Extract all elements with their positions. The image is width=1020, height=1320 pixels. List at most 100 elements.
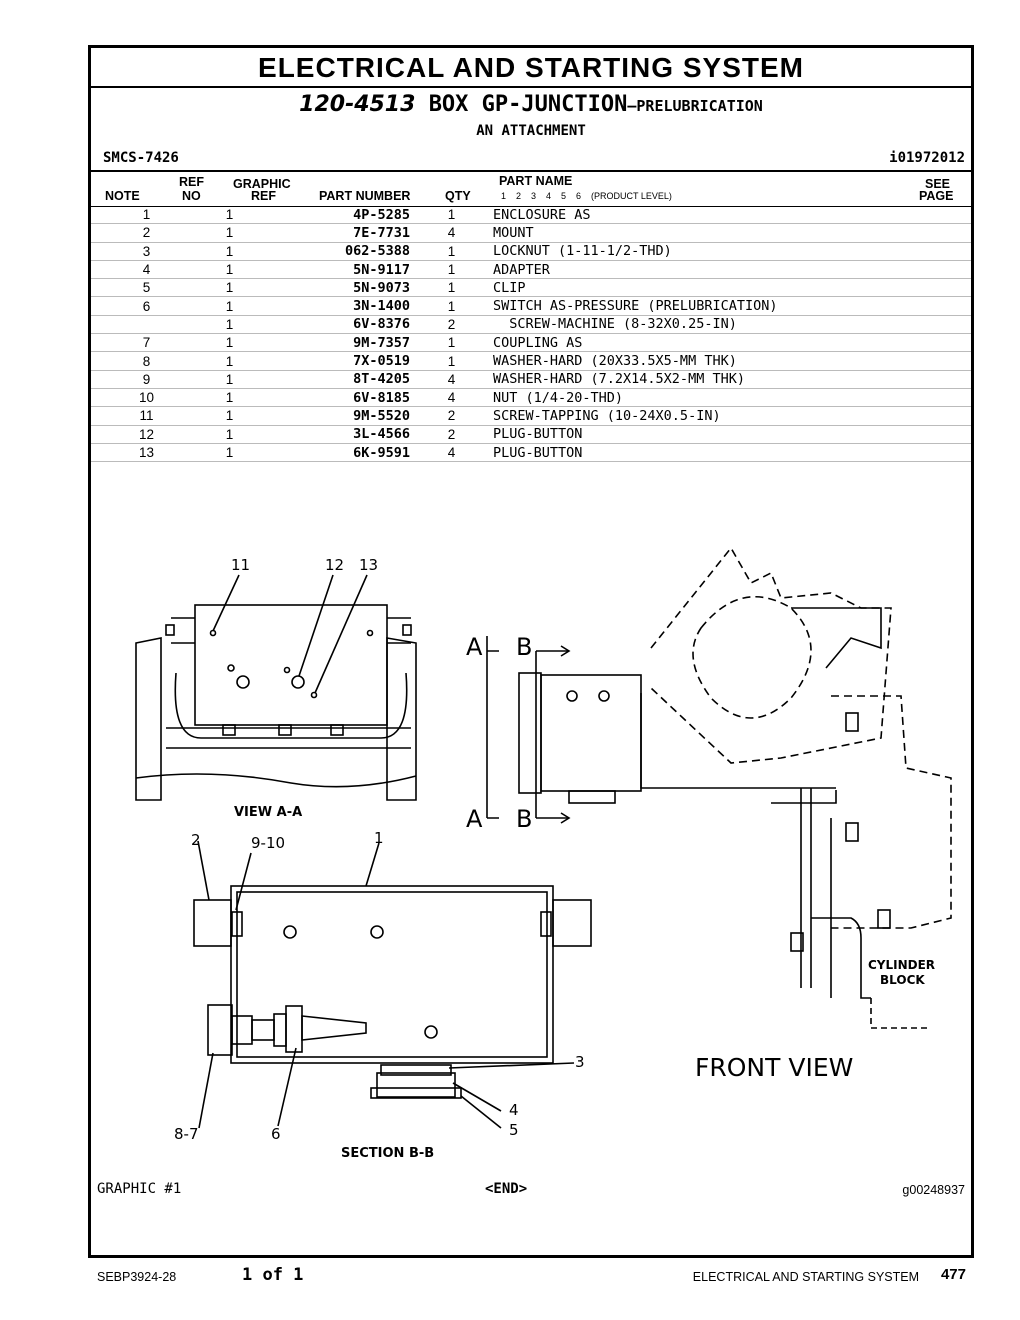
header-graphic: GRAPHIC — [233, 177, 291, 191]
part-number-cell: 4P-5285 — [257, 206, 410, 225]
part-name-cell: SCREW-MACHINE (8-32X0.25-IN) — [493, 315, 971, 335]
group-name: BOX GP-JUNCTION — [428, 92, 628, 117]
ref-no-cell: 5 — [91, 278, 202, 298]
leader-6 — [277, 1047, 297, 1127]
smcs-code: SMCS-7426 — [103, 150, 179, 166]
header-see: SEE — [925, 177, 951, 191]
graphic-ref-cell: 1 — [202, 388, 257, 408]
quantity-cell: 4 — [410, 388, 493, 408]
footer-page-number: 477 — [940, 1266, 966, 1283]
footer-document: SEBP3924-28 — [97, 1270, 177, 1284]
label-b-top: B — [516, 633, 533, 661]
ref-no-cell: 6 — [91, 296, 202, 316]
graphic-number: GRAPHIC #1 — [97, 1181, 182, 1197]
ref-no-cell: 2 — [91, 223, 202, 243]
part-number-cell: 3N-1400 — [257, 296, 410, 316]
callout-8-7: 8-7 — [174, 1125, 199, 1143]
page-frame: ELECTRICAL AND STARTING SYSTEM 120-4513 … — [88, 45, 974, 1258]
bracket-line — [174, 672, 408, 739]
header-ref: REF — [179, 175, 204, 189]
callout-3: 3 — [575, 1053, 585, 1071]
ref-no-cell: 3 — [91, 242, 202, 261]
enclosure-section — [230, 885, 554, 1064]
box-top-view — [194, 604, 388, 726]
leader-3 — [448, 1062, 575, 1069]
right-mount-pad — [386, 637, 417, 801]
quantity-cell: 1 — [410, 242, 493, 261]
callout-12: 12 — [325, 556, 345, 574]
engine-outline — [650, 546, 892, 764]
callout-6: 6 — [271, 1125, 281, 1143]
quantity-cell: 2 — [410, 315, 493, 335]
label-a-bottom: A — [466, 805, 483, 833]
group-part-number: 120-4513 — [299, 92, 416, 117]
part-number-cell: 7X-0519 — [257, 351, 410, 371]
part-name-cell: CLIP — [493, 278, 971, 298]
leader-1 — [365, 842, 380, 887]
label-a-top: A — [466, 633, 483, 661]
header-graphic-ref: REF — [251, 189, 276, 203]
part-name-cell: PLUG-BUTTON — [493, 425, 971, 444]
quantity-cell: 4 — [410, 223, 493, 243]
graphic-ref-cell: 1 — [202, 242, 257, 261]
locknut-3 — [380, 1064, 452, 1076]
part-number-cell: 9M-5520 — [257, 406, 410, 426]
part-number-cell: 6V-8185 — [257, 388, 410, 408]
part-name-cell: MOUNT — [493, 223, 971, 243]
callout-13: 13 — [359, 556, 379, 574]
document-id: i01972012 — [889, 150, 965, 166]
graphic-ref-cell: 1 — [202, 425, 257, 444]
page-title: ELECTRICAL AND STARTING SYSTEM — [91, 48, 971, 88]
label-view-a-a: VIEW A-A — [234, 805, 303, 820]
header-part-name: PART NAME — [499, 174, 573, 188]
part-name-cell: WASHER-HARD (7.2X14.5X2-MM THK) — [493, 370, 971, 389]
quantity-cell: 1 — [410, 206, 493, 225]
part-number-cell: 9M-7357 — [257, 333, 410, 353]
graphic-ref-cell: 1 — [202, 260, 257, 280]
parts-illustration — [135, 546, 952, 1129]
part-number-cell: 3L-4566 — [257, 425, 410, 444]
leader-9-10 — [235, 852, 252, 911]
graphic-id: g00248937 — [902, 1183, 965, 1197]
label-cylinder: CYLINDER — [868, 958, 936, 972]
mount-left — [193, 899, 232, 947]
part-number-cell: 5N-9073 — [257, 278, 410, 298]
graphic-ref-cell: 1 — [202, 351, 257, 371]
front-view-drawing — [486, 546, 952, 1029]
part-number-cell: 7E-7731 — [257, 223, 410, 243]
header-product-levels: 1 2 3 4 5 6 (PRODUCT LEVEL) — [501, 191, 672, 201]
ref-no-cell: 12 — [91, 425, 202, 444]
graphic-ref-cell: 1 — [202, 315, 257, 335]
part-number-cell: 6V-8376 — [257, 315, 410, 335]
ref-no-cell: 7 — [91, 333, 202, 353]
ref-no-cell: 11 — [91, 406, 202, 426]
ref-no-cell: 13 — [91, 443, 202, 463]
label-front-view: FRONT VIEW — [695, 1053, 854, 1082]
leader-11 — [212, 574, 240, 632]
callout-2: 2 — [191, 831, 201, 849]
adapter-4 — [376, 1072, 456, 1098]
quantity-cell: 1 — [410, 296, 493, 316]
box-side-view — [540, 674, 642, 792]
quantity-cell: 1 — [410, 278, 493, 298]
ref-no-cell — [91, 315, 202, 335]
quantity-cell: 4 — [410, 370, 493, 389]
ref-no-cell: 1 — [91, 206, 202, 225]
group-title: 120-4513 BOX GP-JUNCTION—PRELUBRICATION — [91, 92, 971, 117]
header-part-number: PART NUMBER — [319, 189, 411, 203]
leader-12 — [298, 574, 334, 677]
part-name-cell: ENCLOSURE AS — [493, 206, 971, 225]
callout-9-10: 9-10 — [251, 834, 286, 852]
part-name-cell: PLUG-BUTTON — [493, 443, 971, 463]
part-name-cell: COUPLING AS — [493, 333, 971, 353]
callout-11: 11 — [231, 556, 251, 574]
